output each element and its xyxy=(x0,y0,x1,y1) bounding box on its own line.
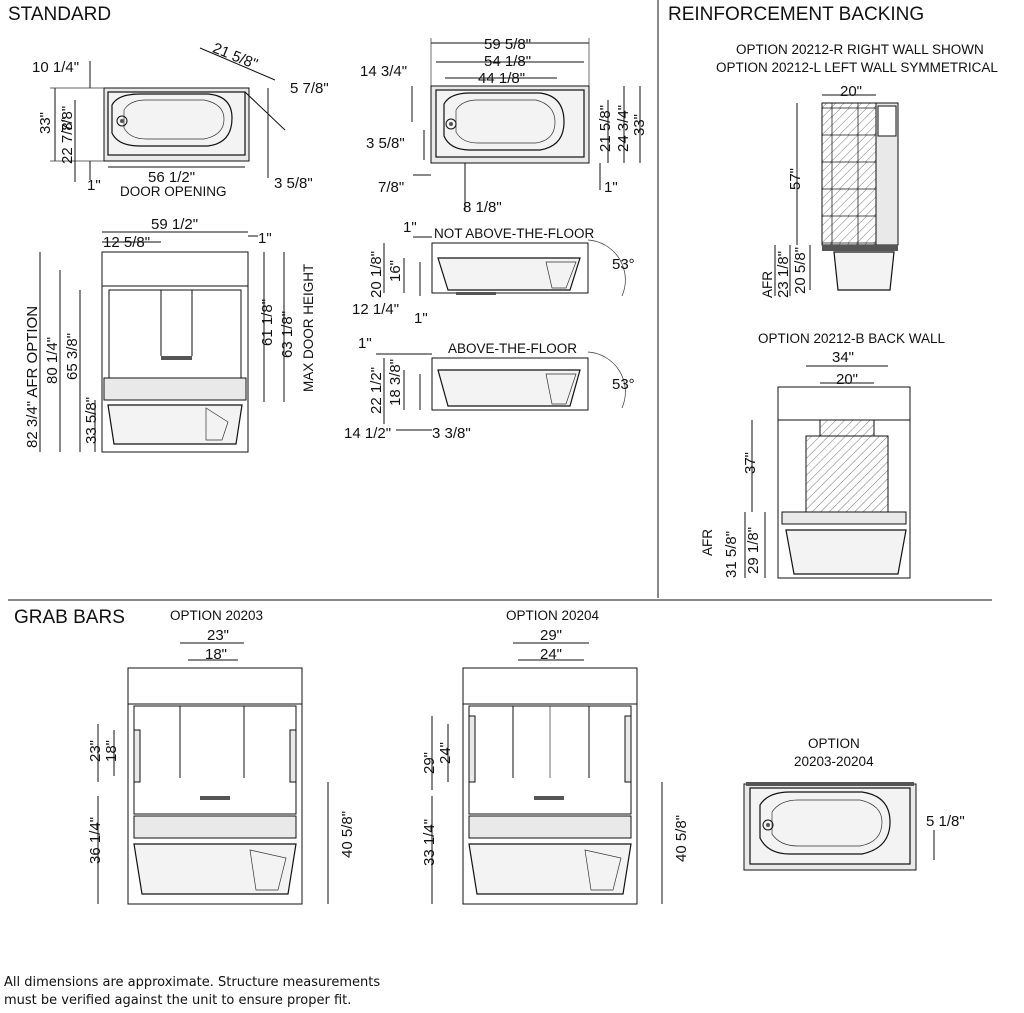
side-wall-title-2: OPTION 20212-L LEFT WALL SYMMETRICAL xyxy=(716,60,998,75)
dim-24-3-4: 24 3/4" xyxy=(615,105,632,152)
dim-3-5-8-right: 3 5/8" xyxy=(366,135,405,152)
heading-standard: STANDARD xyxy=(8,4,111,25)
side-dim-20-5-8: 20 5/8" xyxy=(792,247,809,294)
dim-10-1-4: 10 1/4" xyxy=(32,59,79,76)
opt20204-title: OPTION 20204 xyxy=(506,608,600,623)
above-floor-section xyxy=(376,351,626,431)
dim-33-right: 33" xyxy=(631,114,648,136)
dim-80-1-4: 80 1/4" xyxy=(44,337,61,384)
dim-12-5-8: 12 5/8" xyxy=(103,234,150,251)
side-dim-57: 57" xyxy=(787,168,804,190)
reinforcement-side-wall xyxy=(774,94,899,296)
max-door-height-label: MAX DOOR HEIGHT xyxy=(301,264,316,392)
door-opening-label: DOOR OPENING xyxy=(120,184,227,199)
dim-56-1-2: 56 1/2" xyxy=(148,169,195,186)
side-dim-20: 20" xyxy=(840,83,862,100)
dim-63-1-8: 63 1/8" xyxy=(279,311,296,358)
opt20203-v-40-5-8: 40 5/8" xyxy=(339,811,356,858)
standard-plan-view-left xyxy=(50,47,286,182)
grab-bar-option-20203 xyxy=(97,642,329,905)
back-dim-29-1-8: 29 1/8" xyxy=(745,527,762,574)
dim-33-left: 33" xyxy=(37,112,54,134)
af-dim-1: 1" xyxy=(358,335,372,352)
dim-44-1-8: 44 1/8" xyxy=(478,70,525,87)
dim-82-3-4-afr: 82 3/4" AFR OPTION xyxy=(24,306,41,448)
opt20204-v-24: 24" xyxy=(437,742,454,764)
side-wall-title-1: OPTION 20212-R RIGHT WALL SHOWN xyxy=(736,42,984,57)
af-dim-14-1-2: 14 1/2" xyxy=(344,425,391,442)
back-dim-37: 37" xyxy=(742,452,759,474)
plan-dim-5-1-8: 5 1/8" xyxy=(926,813,965,830)
af-dim-3-3-8: 3 3/8" xyxy=(432,425,471,442)
back-dim-34: 34" xyxy=(832,349,854,366)
dim-1-right: 1" xyxy=(604,179,618,196)
dim-33-5-8: 33 5/8" xyxy=(83,397,100,444)
dim-3-5-8: 3 5/8" xyxy=(274,175,313,192)
grab-bar-option-20204 xyxy=(431,642,663,905)
disclaimer-line-1: All dimensions are approximate. Structur… xyxy=(4,975,381,990)
naf-angle: 53° xyxy=(612,256,635,273)
dim-7-8-right: 7/8" xyxy=(378,179,404,196)
dim-8-1-8: 8 1/8" xyxy=(463,199,502,216)
opt20203-dim-18: 18" xyxy=(205,646,227,663)
dim-5-7-8: 5 7/8" xyxy=(290,80,329,97)
plan-option-title-1: OPTION xyxy=(808,736,860,751)
back-dim-31-5-8: 31 5/8" xyxy=(723,531,740,578)
reinforcement-back-wall xyxy=(744,365,911,579)
plan-option-title-2: 20203-20204 xyxy=(794,754,874,769)
naf-dim-1-bottom: 1" xyxy=(414,310,428,327)
grab-bar-plan-view xyxy=(743,782,935,871)
back-afr: AFR xyxy=(700,529,715,556)
standard-front-elevation xyxy=(39,231,285,453)
opt20204-dim-29: 29" xyxy=(540,627,562,644)
opt20204-v-29: 29" xyxy=(421,752,438,774)
back-wall-title: OPTION 20212-B BACK WALL xyxy=(758,331,946,346)
disclaimer-line-2: must be verified against the unit to ens… xyxy=(4,993,352,1008)
standard-plan-view-right xyxy=(411,38,641,210)
dim-21-5-8-right: 21 5/8" xyxy=(597,105,614,152)
naf-dim-16: 16" xyxy=(387,260,404,282)
dim-54-1-8: 54 1/8" xyxy=(484,53,531,70)
naf-dim-1-top: 1" xyxy=(403,219,417,236)
opt20204-v-33-1-4: 33 1/4" xyxy=(421,819,438,866)
dim-1-top: 1" xyxy=(258,230,272,247)
dim-14-3-4: 14 3/4" xyxy=(360,63,407,80)
disclaimer-note: All dimensions are approximate. Structur… xyxy=(4,974,380,1010)
dim-21-5-8: 21 5/8" xyxy=(210,40,260,73)
heading-reinforcement: REINFORCEMENT BACKING xyxy=(668,4,924,25)
opt20203-v-18: 18" xyxy=(103,740,120,762)
opt20203-dim-23: 23" xyxy=(207,627,229,644)
af-title: ABOVE-THE-FLOOR xyxy=(448,341,577,356)
dim-65-3-8: 65 3/8" xyxy=(64,333,81,380)
naf-dim-12-1-4: 12 1/4" xyxy=(352,301,399,318)
dim-7-8-left: 7/8" xyxy=(59,106,76,132)
af-dim-22-1-2: 22 1/2" xyxy=(368,367,385,414)
heading-grab-bars: GRAB BARS xyxy=(14,607,125,628)
opt20204-v-40-5-8: 40 5/8" xyxy=(673,815,690,862)
dim-59-1-2: 59 1/2" xyxy=(151,216,198,233)
af-angle: 53° xyxy=(612,376,635,393)
side-afr: AFR xyxy=(760,271,775,298)
dim-59-5-8: 59 5/8" xyxy=(484,36,531,53)
opt20203-title: OPTION 20203 xyxy=(170,608,263,623)
naf-dim-20-1-8: 20 1/8" xyxy=(368,251,385,298)
naf-title: NOT ABOVE-THE-FLOOR xyxy=(434,226,595,241)
opt20203-v-23: 23" xyxy=(87,740,104,762)
opt20203-v-36-1-4: 36 1/4" xyxy=(87,817,104,864)
opt20204-dim-24: 24" xyxy=(540,646,562,663)
dim-61-1-8: 61 1/8" xyxy=(259,299,276,346)
dim-22-7-8: 22 7/8" xyxy=(59,117,76,164)
af-dim-18-3-8: 18 3/8" xyxy=(387,359,404,406)
back-dim-20: 20" xyxy=(836,371,858,388)
dim-1-bottom-left: 1" xyxy=(87,177,101,194)
side-dim-23-1-8: 23 1/8" xyxy=(775,251,792,298)
not-above-floor-section xyxy=(383,236,626,297)
